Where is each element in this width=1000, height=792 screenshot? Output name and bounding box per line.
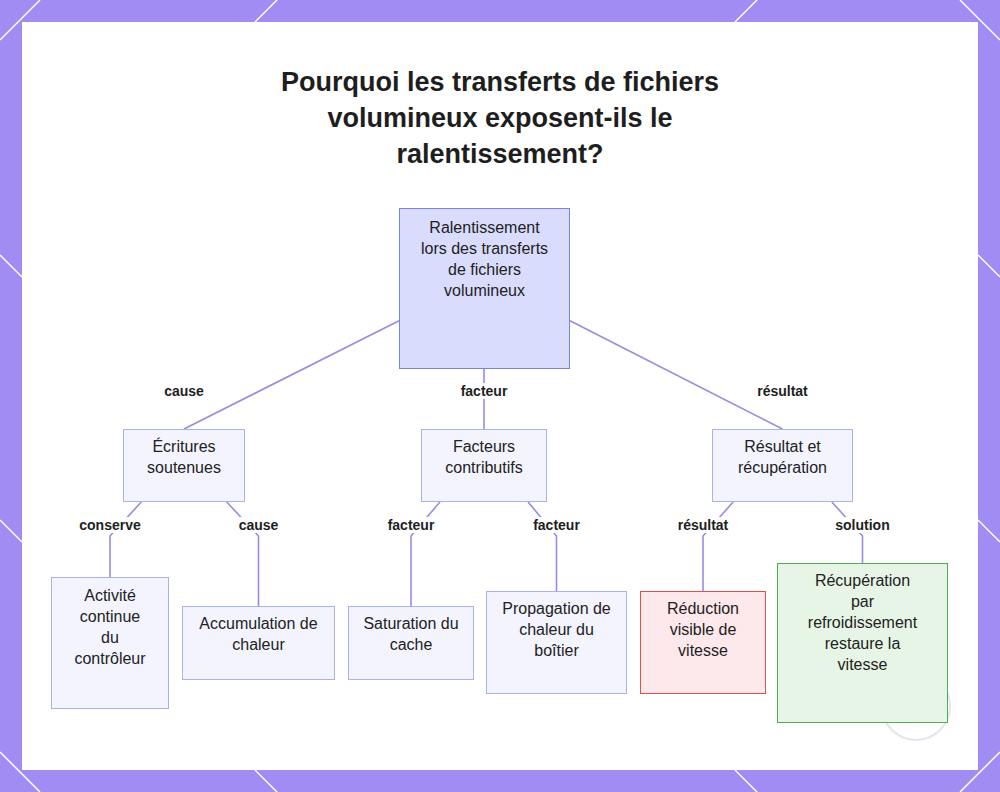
node-text-wrap: Accumulation de chaleur	[195, 613, 322, 655]
node-text: Écritures soutenues	[136, 436, 232, 478]
leaf-box: Propagation de chaleur du boîtier	[486, 591, 627, 694]
connector-line	[110, 502, 141, 577]
node-text-wrap: Résultat et récupération	[725, 436, 840, 478]
node-text-wrap: Saturation du cache	[361, 613, 461, 655]
node-text: Propagation de chaleur du boîtier	[499, 598, 614, 661]
leaf-box: Activité continue du contrôleur	[51, 577, 169, 709]
category-box: Facteurs contributifs	[421, 429, 547, 502]
node-text: Récupération par refroidissement restaur…	[803, 570, 922, 675]
leaf-box: Accumulation de chaleur	[182, 606, 335, 680]
leaf-box: Saturation du cache	[348, 606, 474, 680]
node-text-wrap: Récupération par refroidissement restaur…	[803, 570, 922, 675]
diagram-title: Pourquoi les transferts de fichiers volu…	[230, 64, 770, 172]
edge-label: conserve	[76, 517, 143, 533]
category-box: Résultat et récupération	[712, 429, 853, 502]
edge-label: cause	[161, 383, 207, 399]
node-text: Facteurs contributifs	[434, 436, 534, 478]
connector-line	[703, 502, 733, 591]
edge-label: facteur	[385, 517, 438, 533]
root-box: Ralentissement lors des transferts de fi…	[399, 208, 570, 369]
node-text-wrap: Activité continue du contrôleur	[72, 585, 148, 669]
panel	[22, 22, 978, 770]
edge-label: solution	[832, 517, 892, 533]
connector-line	[483, 369, 485, 429]
node-text: Résultat et récupération	[725, 436, 840, 478]
node-text-wrap: Réduction visible de vitesse	[657, 598, 749, 661]
node-text-wrap: Propagation de chaleur du boîtier	[499, 598, 614, 661]
node-text-wrap: Facteurs contributifs	[434, 436, 534, 478]
node-text: Réduction visible de vitesse	[657, 598, 749, 661]
connector-line	[528, 502, 556, 591]
edge-label: facteur	[458, 383, 511, 399]
node-text-wrap: Ralentissement lors des transferts de fi…	[418, 217, 551, 301]
node-text-wrap: Écritures soutenues	[136, 436, 232, 478]
solution-box: Récupération par refroidissement restaur…	[777, 563, 948, 723]
edge-label: résultat	[675, 517, 732, 533]
edge-label: résultat	[754, 383, 811, 399]
connector-line	[184, 321, 399, 429]
node-text: Activité continue du contrôleur	[72, 585, 148, 669]
node-text: Ralentissement lors des transferts de fi…	[418, 217, 551, 301]
connector-line	[570, 321, 783, 429]
category-box: Écritures soutenues	[123, 429, 245, 502]
node-text: Accumulation de chaleur	[195, 613, 322, 655]
edge-label: cause	[236, 517, 282, 533]
result-box: Réduction visible de vitesse	[640, 591, 766, 694]
node-text: Saturation du cache	[361, 613, 461, 655]
edge-label: facteur	[530, 517, 583, 533]
